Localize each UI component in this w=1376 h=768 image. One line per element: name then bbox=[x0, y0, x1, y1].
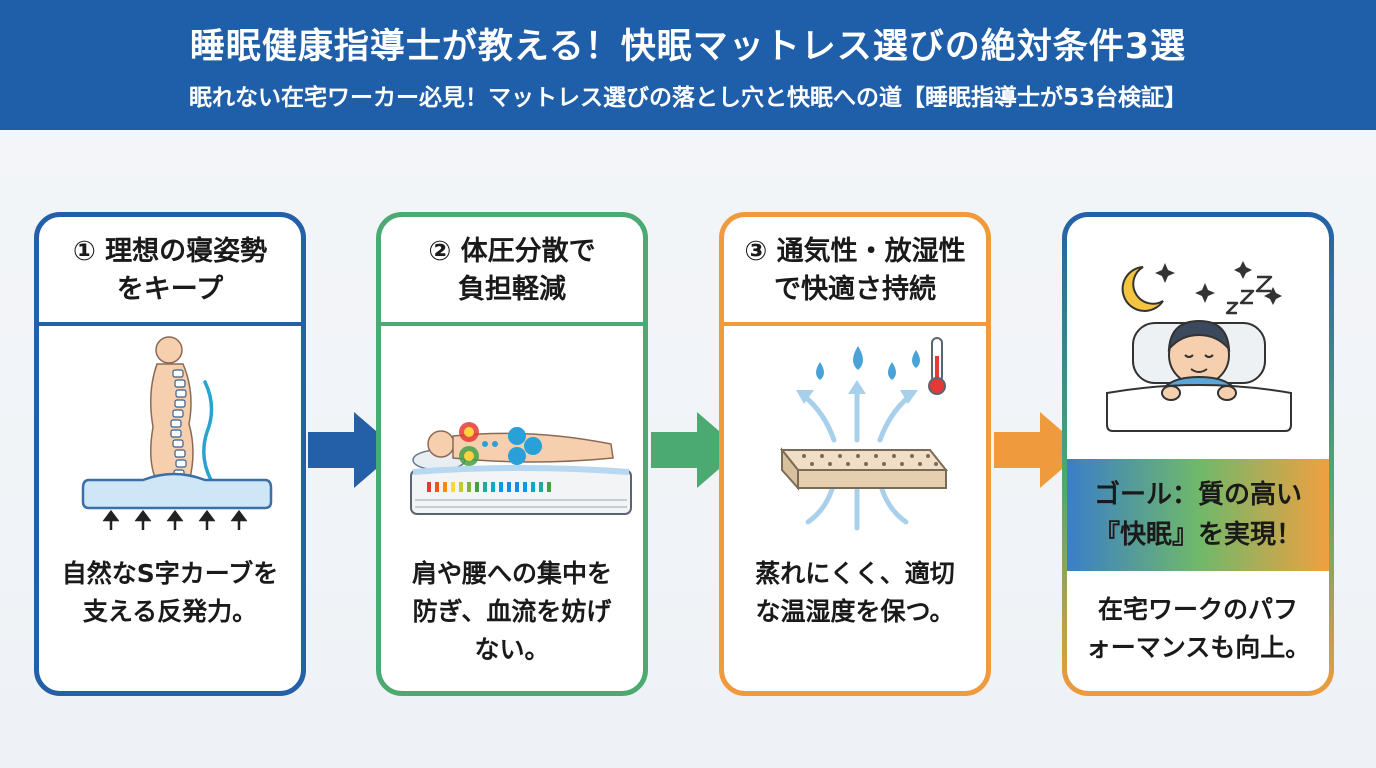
step-description: 肩や腰への集中を 防ぎ、血流を妨げ ない。 bbox=[411, 559, 612, 664]
pressure-map-icon bbox=[410, 422, 632, 515]
page-subtitle: 眠れない在宅ワーカー必見！マットレス選びの落とし穴と快眠への道【睡眠指導士が53… bbox=[188, 85, 1187, 111]
ventilated-mattress-icon bbox=[779, 337, 949, 531]
step-title: ③ 通気性・放湿性 で快適さ持続 bbox=[744, 236, 966, 305]
goal-banner: ゴール：質の高い 『快眠』を実現！ bbox=[1067, 459, 1329, 571]
sleeping-person-icon bbox=[1106, 261, 1292, 432]
card-divider bbox=[724, 322, 986, 326]
step-card-pressure: ② 体圧分散で 負担軽減 bbox=[376, 212, 648, 696]
page-title: 睡眠健康指導士が教える！快眠マットレス選びの絶対条件3選 bbox=[189, 27, 1187, 67]
step-title: ② 体圧分散で 負担軽減 bbox=[428, 236, 596, 305]
step-description: 自然なS字カーブを 支える反発力。 bbox=[61, 559, 279, 626]
card-divider bbox=[39, 322, 301, 326]
arrow-right-icon bbox=[308, 412, 398, 488]
step-card-ventilation: ③ 通気性・放湿性 で快適さ持続 bbox=[719, 212, 991, 696]
card-divider bbox=[381, 322, 643, 326]
header-banner: 睡眠健康指導士が教える！快眠マットレス選びの絶対条件3選 眠れない在宅ワーカー必… bbox=[0, 0, 1376, 130]
goal-description: 在宅ワークのパフ ォーマンスも向上。 bbox=[1085, 595, 1311, 662]
step-description: 蒸れにくく、適切 な温湿度を保つ。 bbox=[755, 559, 955, 626]
step-card-posture: ① 理想の寝姿勢 をキープ bbox=[34, 212, 306, 696]
spine-posture-icon bbox=[81, 336, 273, 530]
arrow-right-icon bbox=[651, 412, 741, 488]
goal-card: ゴール：質の高い 『快眠』を実現！ 在宅ワークのパフ ォーマンスも向上。 bbox=[1062, 212, 1334, 696]
step-title: ① 理想の寝姿勢 をキープ bbox=[72, 236, 268, 305]
arrow-right-icon bbox=[994, 412, 1084, 488]
